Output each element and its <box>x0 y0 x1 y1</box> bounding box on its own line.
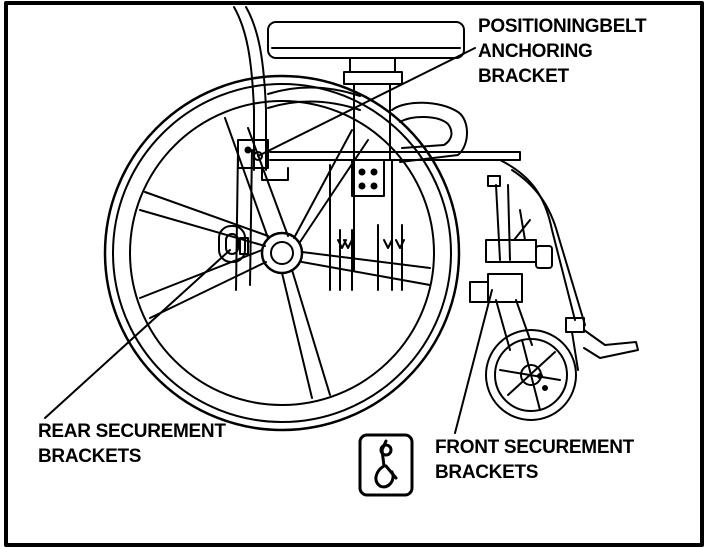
back-cane <box>233 6 267 171</box>
front-securement-label-line2: BRACKETS <box>435 462 539 483</box>
frame-brackets <box>337 159 405 291</box>
hook-icon <box>358 433 414 497</box>
leader-front <box>454 289 493 434</box>
positioning-belt-label: POSITIONINGBELT ANCHORING BRACKET <box>478 14 647 89</box>
positioning-belt-bracket <box>237 139 289 181</box>
rear-securement-label: REAR SECUREMENT BRACKETS <box>38 419 226 469</box>
positioning-belt-label-line1: POSITIONINGBELT <box>478 16 647 37</box>
backrest <box>235 149 253 291</box>
front-securement-label-line1: FRONT SECUREMENT <box>435 437 634 458</box>
positioning-belt-label-line3: BRACKET <box>478 66 569 87</box>
rear-securement-label-line1: REAR SECUREMENT <box>38 421 226 442</box>
positioning-belt-label-line2: ANCHORING <box>478 41 593 62</box>
leader-lines <box>44 47 493 434</box>
seat-cushion <box>267 21 465 271</box>
front-securement-label: FRONT SECUREMENT BRACKETS <box>435 435 634 485</box>
front-caster <box>469 175 577 421</box>
diagram-border <box>4 1 704 547</box>
footrest <box>565 317 639 371</box>
leader-positioning <box>257 47 476 157</box>
rear-wheel <box>103 74 461 432</box>
leader-rear <box>44 249 231 419</box>
rear-securement-label-line2: BRACKETS <box>38 446 142 467</box>
rear-securement-bracket <box>218 225 249 263</box>
